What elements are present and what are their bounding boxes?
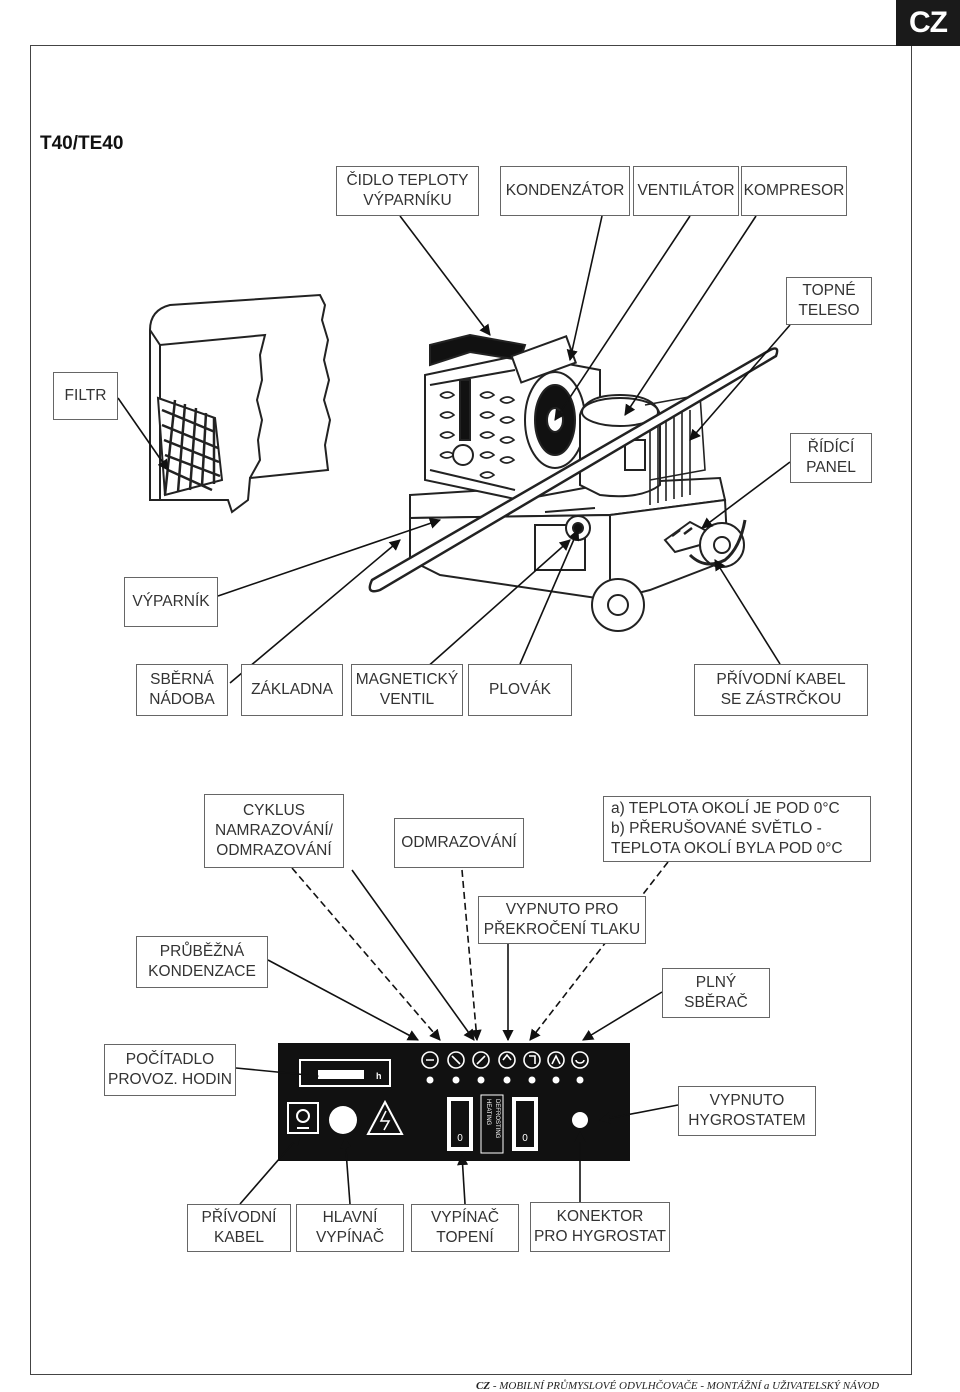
footer-text: - MOBILNÍ PRŮMYSLOVÉ ODVLHČOVAČE - MONTÁ… [490, 1380, 880, 1392]
leader-cidlo [399, 215, 491, 336]
hours-unit-label: h [376, 1071, 382, 1081]
control-panel: h 0 [278, 1043, 630, 1161]
leader-filtr [117, 397, 169, 471]
leader-vypinac-topeni [457, 1153, 469, 1205]
indicator-icon-2 [447, 1051, 465, 1069]
indicator-led-7 [576, 1076, 584, 1084]
label-privodni-kabel: PŘÍVODNÍ KABEL [187, 1204, 291, 1252]
label-vypnuto-hygrostatem: VYPNUTO HYGROSTATEM [678, 1086, 816, 1136]
main-switch-knob [329, 1106, 357, 1134]
leader-privodni-kabel-zastrcka [714, 559, 781, 665]
page-frame [30, 45, 912, 1375]
indicator-led-2 [452, 1076, 460, 1084]
label-ridici-panel: ŘÍDÍCÍ PANEL [790, 433, 872, 483]
indicator-icon-6 [547, 1051, 565, 1069]
label-vyparnik: VÝPARNÍK [124, 577, 218, 627]
heating-switch-zero: 0 [457, 1133, 463, 1144]
defrosting-vertical-label: DEFROSTING [494, 1099, 500, 1139]
indicator-led-5 [528, 1076, 536, 1084]
label-privodni-kabel-zastrcka: PŘÍVODNÍ KABEL SE ZÁSTRČKOU [694, 664, 868, 716]
machine-leader-lines [117, 215, 791, 686]
label-topne-teleso: TOPNÉ TELESO [786, 277, 872, 325]
footer: CZ - MOBILNÍ PRŮMYSLOVÉ ODVLHČOVAČE - MO… [476, 1380, 916, 1392]
label-magneticky-ventil: MAGNETICKÝ VENTIL [351, 664, 463, 716]
indicator-led-6 [552, 1076, 560, 1084]
warning-triangle-icon [366, 1099, 404, 1135]
label-konektor: KONEKTOR PRO HYGROSTAT [530, 1202, 670, 1252]
leader-teplota-okoli [529, 861, 669, 1041]
leader-plny-sberac [582, 991, 663, 1041]
heating-vertical-label: HEATING [485, 1099, 491, 1126]
label-teplota-okoli: a) TEPLOTA OKOLÍ JE POD 0°C b) PŘERUŠOVA… [603, 796, 871, 862]
leader-prubezna-kondenzace [267, 959, 419, 1041]
label-ventilator: VENTILÁTOR [633, 166, 739, 216]
indicator-icon-3 [472, 1051, 490, 1069]
leader-kompresor [624, 215, 757, 416]
hygrostat-connector [572, 1112, 588, 1128]
indicator-led-1 [426, 1076, 434, 1084]
indicator-icon-7 [571, 1051, 589, 1069]
indicator-icon-1 [421, 1051, 439, 1069]
label-plovak: PLOVÁK [468, 664, 572, 716]
language-tab: CZ [896, 0, 960, 46]
dehumidifier-unit-drawing [368, 333, 779, 632]
leader-vyparnik [217, 517, 442, 597]
label-hlavni-vypinac: HLAVNÍ VYPÍNAČ [296, 1204, 404, 1252]
label-filtr: FILTR [53, 372, 118, 420]
indicator-icon-4 [498, 1051, 516, 1069]
indicator-led-4 [503, 1076, 511, 1084]
label-plny-sberac: PLNÝ SBĚRAČ [662, 968, 770, 1018]
label-kondenzator: KONDENZÁTOR [500, 166, 630, 216]
leader-ventilator [554, 215, 691, 421]
leader-ridici-panel [701, 461, 791, 529]
footer-prefix: CZ [476, 1380, 491, 1392]
label-pocitadlo: POČÍTADLO PROVOZ. HODIN [104, 1044, 236, 1096]
panel-leader-lines [235, 861, 679, 1205]
indicator-icon-5 [523, 1051, 541, 1069]
leader-zakladna [229, 539, 401, 684]
label-sberna-nadoba: SBĚRNÁ NÁDOBA [136, 664, 228, 716]
label-cyklus: CYKLUS NAMRAZOVÁNÍ/ ODMRAZOVÁNÍ [204, 794, 344, 868]
leader-odmrazovani [461, 869, 482, 1042]
label-odmrazovani: ODMRAZOVÁNÍ [394, 818, 524, 868]
leader-vypnuto-hygrostatem [598, 1104, 679, 1124]
main-switch-zero: 0 [522, 1133, 528, 1144]
label-zakladna: ZÁKLADNA [241, 664, 343, 716]
leader-kondenzator [566, 215, 603, 362]
indicator-led-3 [477, 1076, 485, 1084]
label-vypnuto-tlak: VYPNUTO PRO PŘEKROČENÍ TLAKU [478, 896, 646, 944]
leader-pocitadlo [235, 1067, 320, 1081]
leader-magneticky-ventil [406, 539, 571, 686]
label-cidlo-teploty: ČIDLO TEPLOTY VÝPARNÍKU [336, 166, 479, 216]
filter-housing-drawing [149, 293, 332, 514]
label-vypinac-topeni: VYPÍNAČ TOPENÍ [411, 1204, 519, 1252]
model-title: T40/TE40 [40, 133, 124, 154]
leader-privodni-kabel [239, 1134, 301, 1205]
leader-hlavni-vypinac [340, 1136, 352, 1205]
label-prubezna-kondenzace: PRŮBĚŽNÁ KONDENZACE [136, 936, 268, 988]
leader-cyklus [291, 867, 441, 1041]
label-kompresor: KOMPRESOR [741, 166, 847, 216]
leader-plovak [519, 528, 580, 665]
leader-topne-teleso [689, 324, 791, 441]
leader-cyklus-2 [351, 869, 475, 1041]
